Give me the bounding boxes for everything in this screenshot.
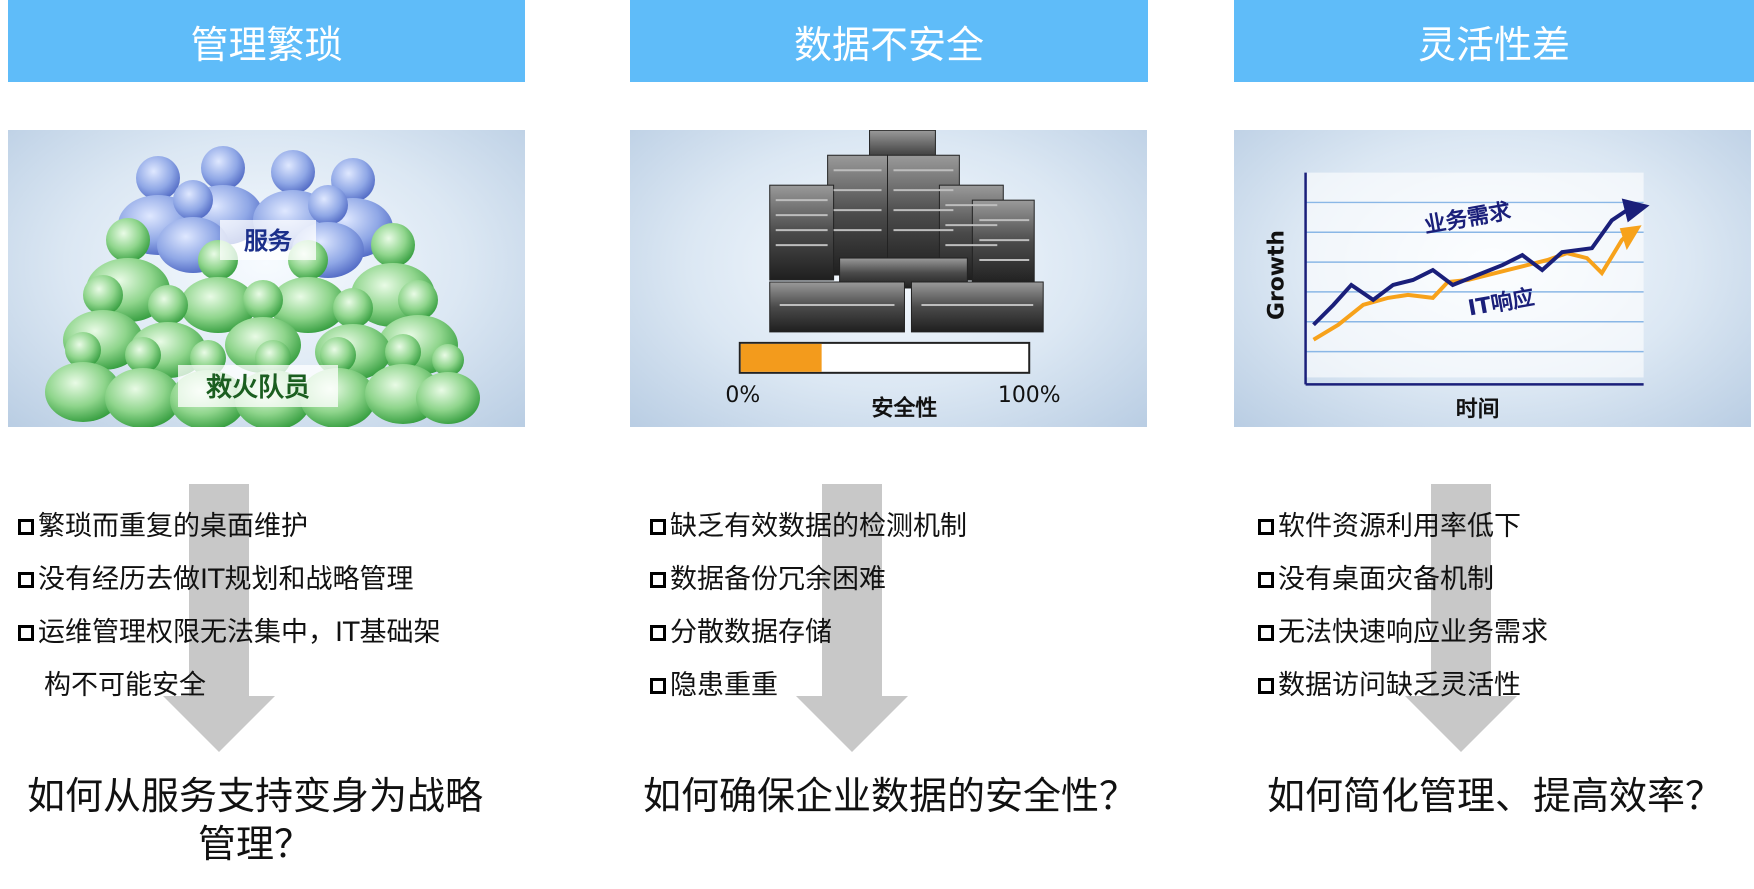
list-item: 无法快速响应业务需求 [1258, 606, 1548, 659]
it-response-arrowhead [1619, 225, 1642, 251]
down-arrow-icon [1405, 484, 1517, 752]
list-item: 隐患重重 [650, 659, 967, 712]
checkbox-square-icon [650, 518, 666, 535]
list-item: 数据备份冗余困难 [650, 553, 967, 606]
list-item: 分散数据存储 [650, 606, 967, 659]
checkbox-square-icon [1258, 571, 1274, 588]
list-item: 没有桌面灾备机制 [1258, 553, 1548, 606]
bullet-list-flexibility: 软件资源利用率低下 没有桌面灾备机制 无法快速响应业务需求 数据访问缺乏灵活性 [1258, 500, 1548, 712]
down-arrow-icon [796, 484, 908, 752]
security-bar-min: 0% [725, 383, 760, 408]
list-item: 运维管理权限无法集中，IT基础架 [18, 606, 440, 659]
security-bar-fill [740, 343, 822, 372]
security-bar-label: 安全性 [872, 396, 938, 422]
label-service: 服务 [244, 227, 293, 255]
bullet-list-data-security: 缺乏有效数据的检测机制 数据备份冗余困难 分散数据存储 隐患重重 [650, 500, 967, 712]
y-axis-label: Growth [1265, 230, 1290, 320]
checkbox-square-icon [650, 571, 666, 588]
label-firefighters: 救火队员 [206, 373, 310, 403]
checkbox-square-icon [1258, 624, 1274, 641]
checkbox-square-icon [650, 624, 666, 641]
column-header-flexibility: 灵活性差 [1234, 0, 1754, 82]
list-item: 数据访问缺乏灵活性 [1258, 659, 1548, 712]
server-security-illustration: 0% 100% 安全性 [725, 130, 1061, 422]
list-item: 繁琐而重复的桌面维护 [18, 500, 440, 553]
x-axis-label: 时间 [1456, 397, 1500, 422]
bullet-list-management: 繁琐而重复的桌面维护 没有经历去做IT规划和战略管理 运维管理权限无法集中，IT… [18, 500, 440, 712]
illustration-growth-panel: 业务需求 IT响应 Growth 时间 [1234, 130, 1751, 427]
checkbox-square-icon [18, 571, 34, 588]
illustration-servers-panel: 0% 100% 安全性 [630, 130, 1147, 427]
checkbox-square-icon [18, 624, 34, 641]
down-arrow-icon [163, 484, 275, 752]
question-flexibility: 如何简化管理、提高效率？ [1266, 774, 1723, 818]
column-header-management: 管理繁琐 [8, 0, 525, 82]
question-management: 如何从服务支持变身为战略管理？ [26, 774, 483, 866]
illustration-people-panel: 服务 救火队员 [8, 130, 525, 427]
list-item-continuation: 构不可能安全 [44, 670, 206, 701]
growth-chart-illustration: 业务需求 IT响应 Growth 时间 [1265, 172, 1650, 422]
list-item: 缺乏有效数据的检测机制 [650, 500, 967, 553]
column-header-data-security: 数据不安全 [630, 0, 1148, 82]
list-item: 没有经历去做IT规划和战略管理 [18, 553, 440, 606]
people-crowd-illustration: 服务 救火队员 [45, 146, 480, 427]
question-data-security: 如何确保企业数据的安全性？ [642, 774, 1137, 818]
checkbox-square-icon [1258, 677, 1274, 694]
checkbox-square-icon [650, 677, 666, 694]
security-bar-max: 100% [998, 383, 1061, 408]
demand-arrowhead [1621, 198, 1650, 223]
checkbox-square-icon [18, 518, 34, 535]
list-item: 软件资源利用率低下 [1258, 500, 1548, 553]
checkbox-square-icon [1258, 518, 1274, 535]
